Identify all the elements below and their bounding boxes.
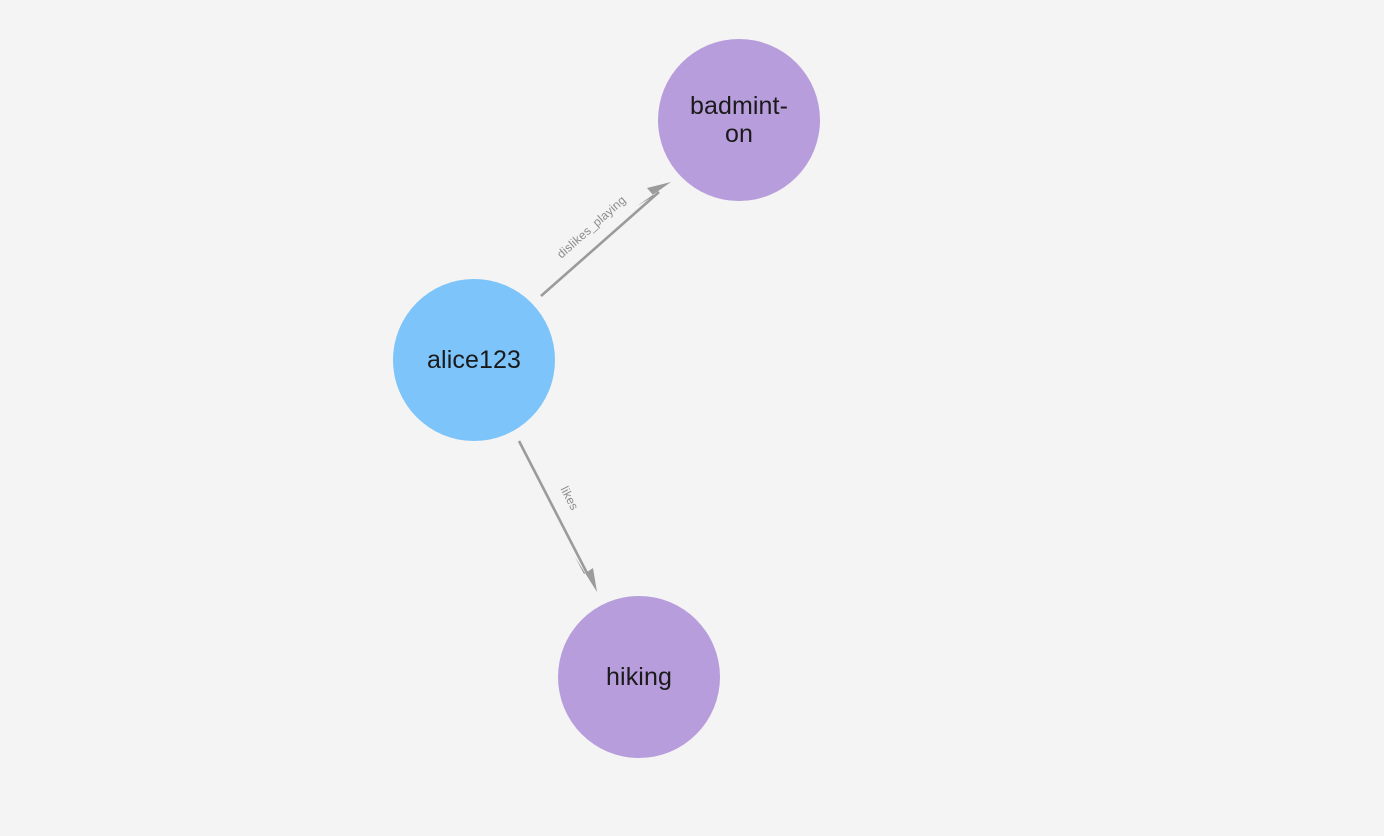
arrowhead-icon — [575, 557, 597, 592]
graph-node-hiking[interactable]: hiking — [558, 596, 720, 758]
graph-node-alice123[interactable]: alice123 — [393, 279, 555, 441]
node-label-badminton: badmint- on — [689, 92, 789, 148]
graph-node-badminton[interactable]: badmint- on — [658, 39, 820, 201]
edge-line — [540, 191, 660, 297]
edge-likes[interactable]: likes — [517, 440, 597, 592]
node-label-alice123: alice123 — [427, 346, 521, 374]
edge-line — [517, 440, 590, 576]
node-label-hiking: hiking — [606, 663, 672, 691]
edge-label-likes: likes — [558, 484, 582, 513]
arrowhead-icon — [637, 182, 671, 206]
edge-dislikes-playing[interactable]: dislikes_playing — [540, 182, 671, 297]
